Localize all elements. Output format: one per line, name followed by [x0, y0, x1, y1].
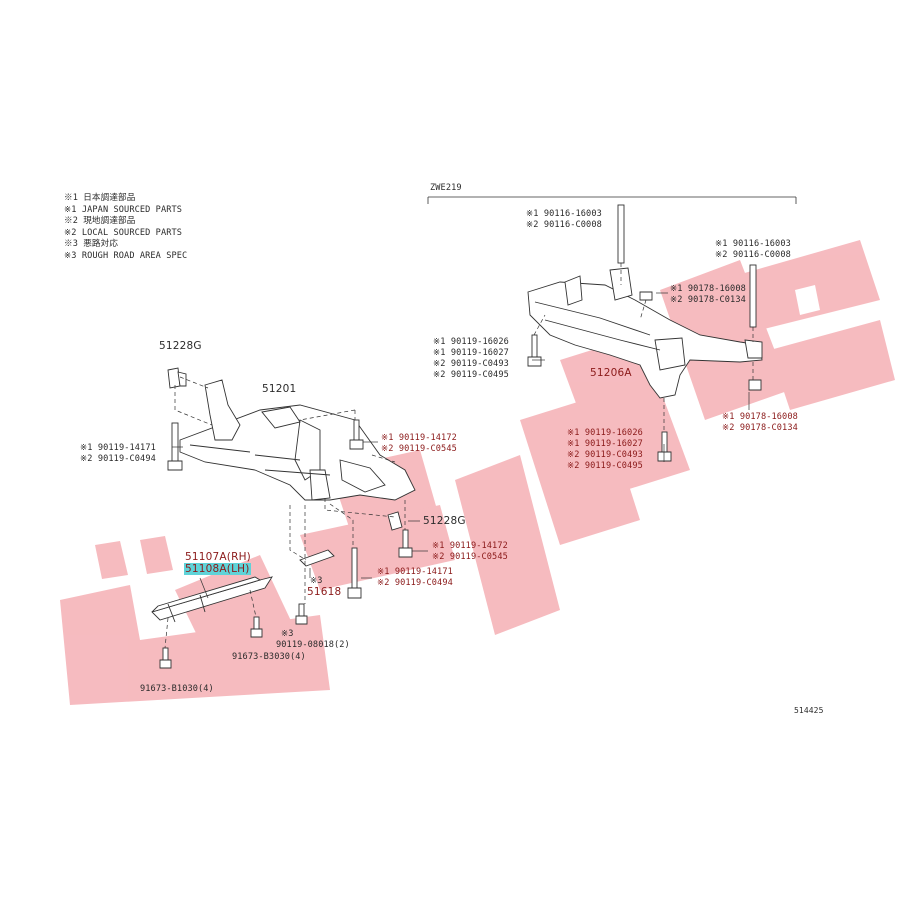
legend-line-1: ※1 日本調達部品	[64, 193, 136, 203]
bolt-90119-08018	[295, 603, 308, 625]
bolt-r4-line-1: ※1 90119-16026	[433, 337, 509, 347]
bolt-r4-line-3: ※2 90119-C0493	[433, 359, 509, 369]
leader-lines-right	[533, 263, 754, 432]
bolt-mid-front	[398, 529, 413, 558]
nut-upper-center	[639, 291, 653, 301]
bolt-b2-line-1: ※1 90119-14172	[381, 433, 457, 443]
bolt-91673-b3030	[250, 616, 263, 638]
bolt-b5-line-1: ※3	[281, 629, 294, 639]
bolt-b3-line-1: ※1 90119-14172	[432, 541, 508, 551]
bolt-r2-line-2: ※2 90116-C0008	[715, 250, 791, 260]
bolt-b1-line-2: ※2 90119-C0494	[80, 454, 156, 464]
bolt-r2-line-1: ※1 90116-16003	[715, 239, 791, 249]
bolt-b2-line-2: ※2 90119-C0545	[381, 444, 457, 454]
bolt-rear-center	[657, 431, 672, 462]
bolt-b4-line-2: ※2 90119-C0494	[377, 578, 453, 588]
bolt-r3-line-1: ※1 90178-16008	[670, 284, 746, 294]
leader-lines-left	[164, 376, 406, 649]
bolt-mid-rear	[349, 419, 364, 450]
bolt-b3-line-2: ※2 90119-C0545	[432, 552, 508, 562]
bolt-r5-line-2: ※2 90178-C0134	[722, 423, 798, 433]
part-51108a-highlighted[interactable]: 51108A(LH)	[184, 563, 251, 575]
bolt-r5-line-1: ※1 90178-16008	[722, 412, 798, 422]
part-51201[interactable]: 51201	[262, 383, 297, 395]
bolt-r6-line-4: ※2 90119-C0495	[567, 461, 643, 471]
rear-crossmember-51206a	[527, 267, 763, 399]
stud-right	[749, 264, 757, 328]
nut-rear-right	[748, 379, 762, 391]
front-crossmember-51201	[179, 379, 416, 501]
solid-leaders	[172, 292, 750, 599]
legend-line-3: ※2 現地調達部品	[64, 216, 136, 226]
watermark-logo	[60, 240, 895, 705]
bolt-label-b6[interactable]: 91673-B3030(4)	[232, 652, 306, 662]
part-51228g-mid[interactable]: 51228G	[423, 515, 466, 527]
under-protector-51107a	[151, 576, 273, 623]
bolt-long-lower	[347, 547, 362, 599]
part-51107a[interactable]: 51107A(RH)	[185, 551, 251, 563]
legend-line-6: ※3 ROUGH ROAD AREA SPEC	[64, 251, 188, 261]
part-51618[interactable]: 51618	[307, 586, 342, 598]
bolt-r1-line-1: ※1 90116-16003	[526, 209, 602, 219]
bolt-r1-line-2: ※2 90116-C0008	[526, 220, 602, 230]
part-51618-note: ※3	[310, 576, 323, 586]
legend-line-2: ※1 JAPAN SOURCED PARTS	[64, 205, 183, 215]
bolt-label-b7[interactable]: 91673-B1030(4)	[140, 684, 214, 694]
bolt-r4-line-2: ※1 90119-16027	[433, 348, 509, 358]
legend-line-4: ※2 LOCAL SOURCED PARTS	[64, 228, 183, 238]
bolt-r3-line-2: ※2 90178-C0134	[670, 295, 746, 305]
variant-label: ZWE219	[430, 183, 462, 193]
plate-51618	[299, 549, 335, 567]
bolt-b1-line-1: ※1 90119-14171	[80, 443, 156, 453]
bolt-b4-line-1: ※1 90119-14171	[377, 567, 453, 577]
bolt-r4-line-4: ※2 90119-C0495	[433, 370, 509, 380]
part-51228g-top[interactable]: 51228G	[159, 340, 202, 352]
bolt-left-front	[167, 422, 183, 471]
bushing-51228g-top	[167, 367, 187, 389]
bolt-r6-line-2: ※1 90119-16027	[567, 439, 643, 449]
bolt-rear-left	[527, 334, 542, 367]
bolt-b5-line-2: 90119-08018(2)	[276, 640, 350, 650]
legend-line-5: ※3 悪路対応	[64, 239, 119, 249]
bolt-r6-line-1: ※1 90119-16026	[567, 428, 643, 438]
bolt-91673-b1030	[159, 647, 172, 669]
diagram-id: 514425	[794, 706, 824, 715]
bolt-r6-line-3: ※2 90119-C0493	[567, 450, 643, 460]
variant-bracket	[427, 196, 797, 204]
stud-top-center	[617, 204, 625, 264]
part-51206a[interactable]: 51206A	[590, 367, 632, 379]
